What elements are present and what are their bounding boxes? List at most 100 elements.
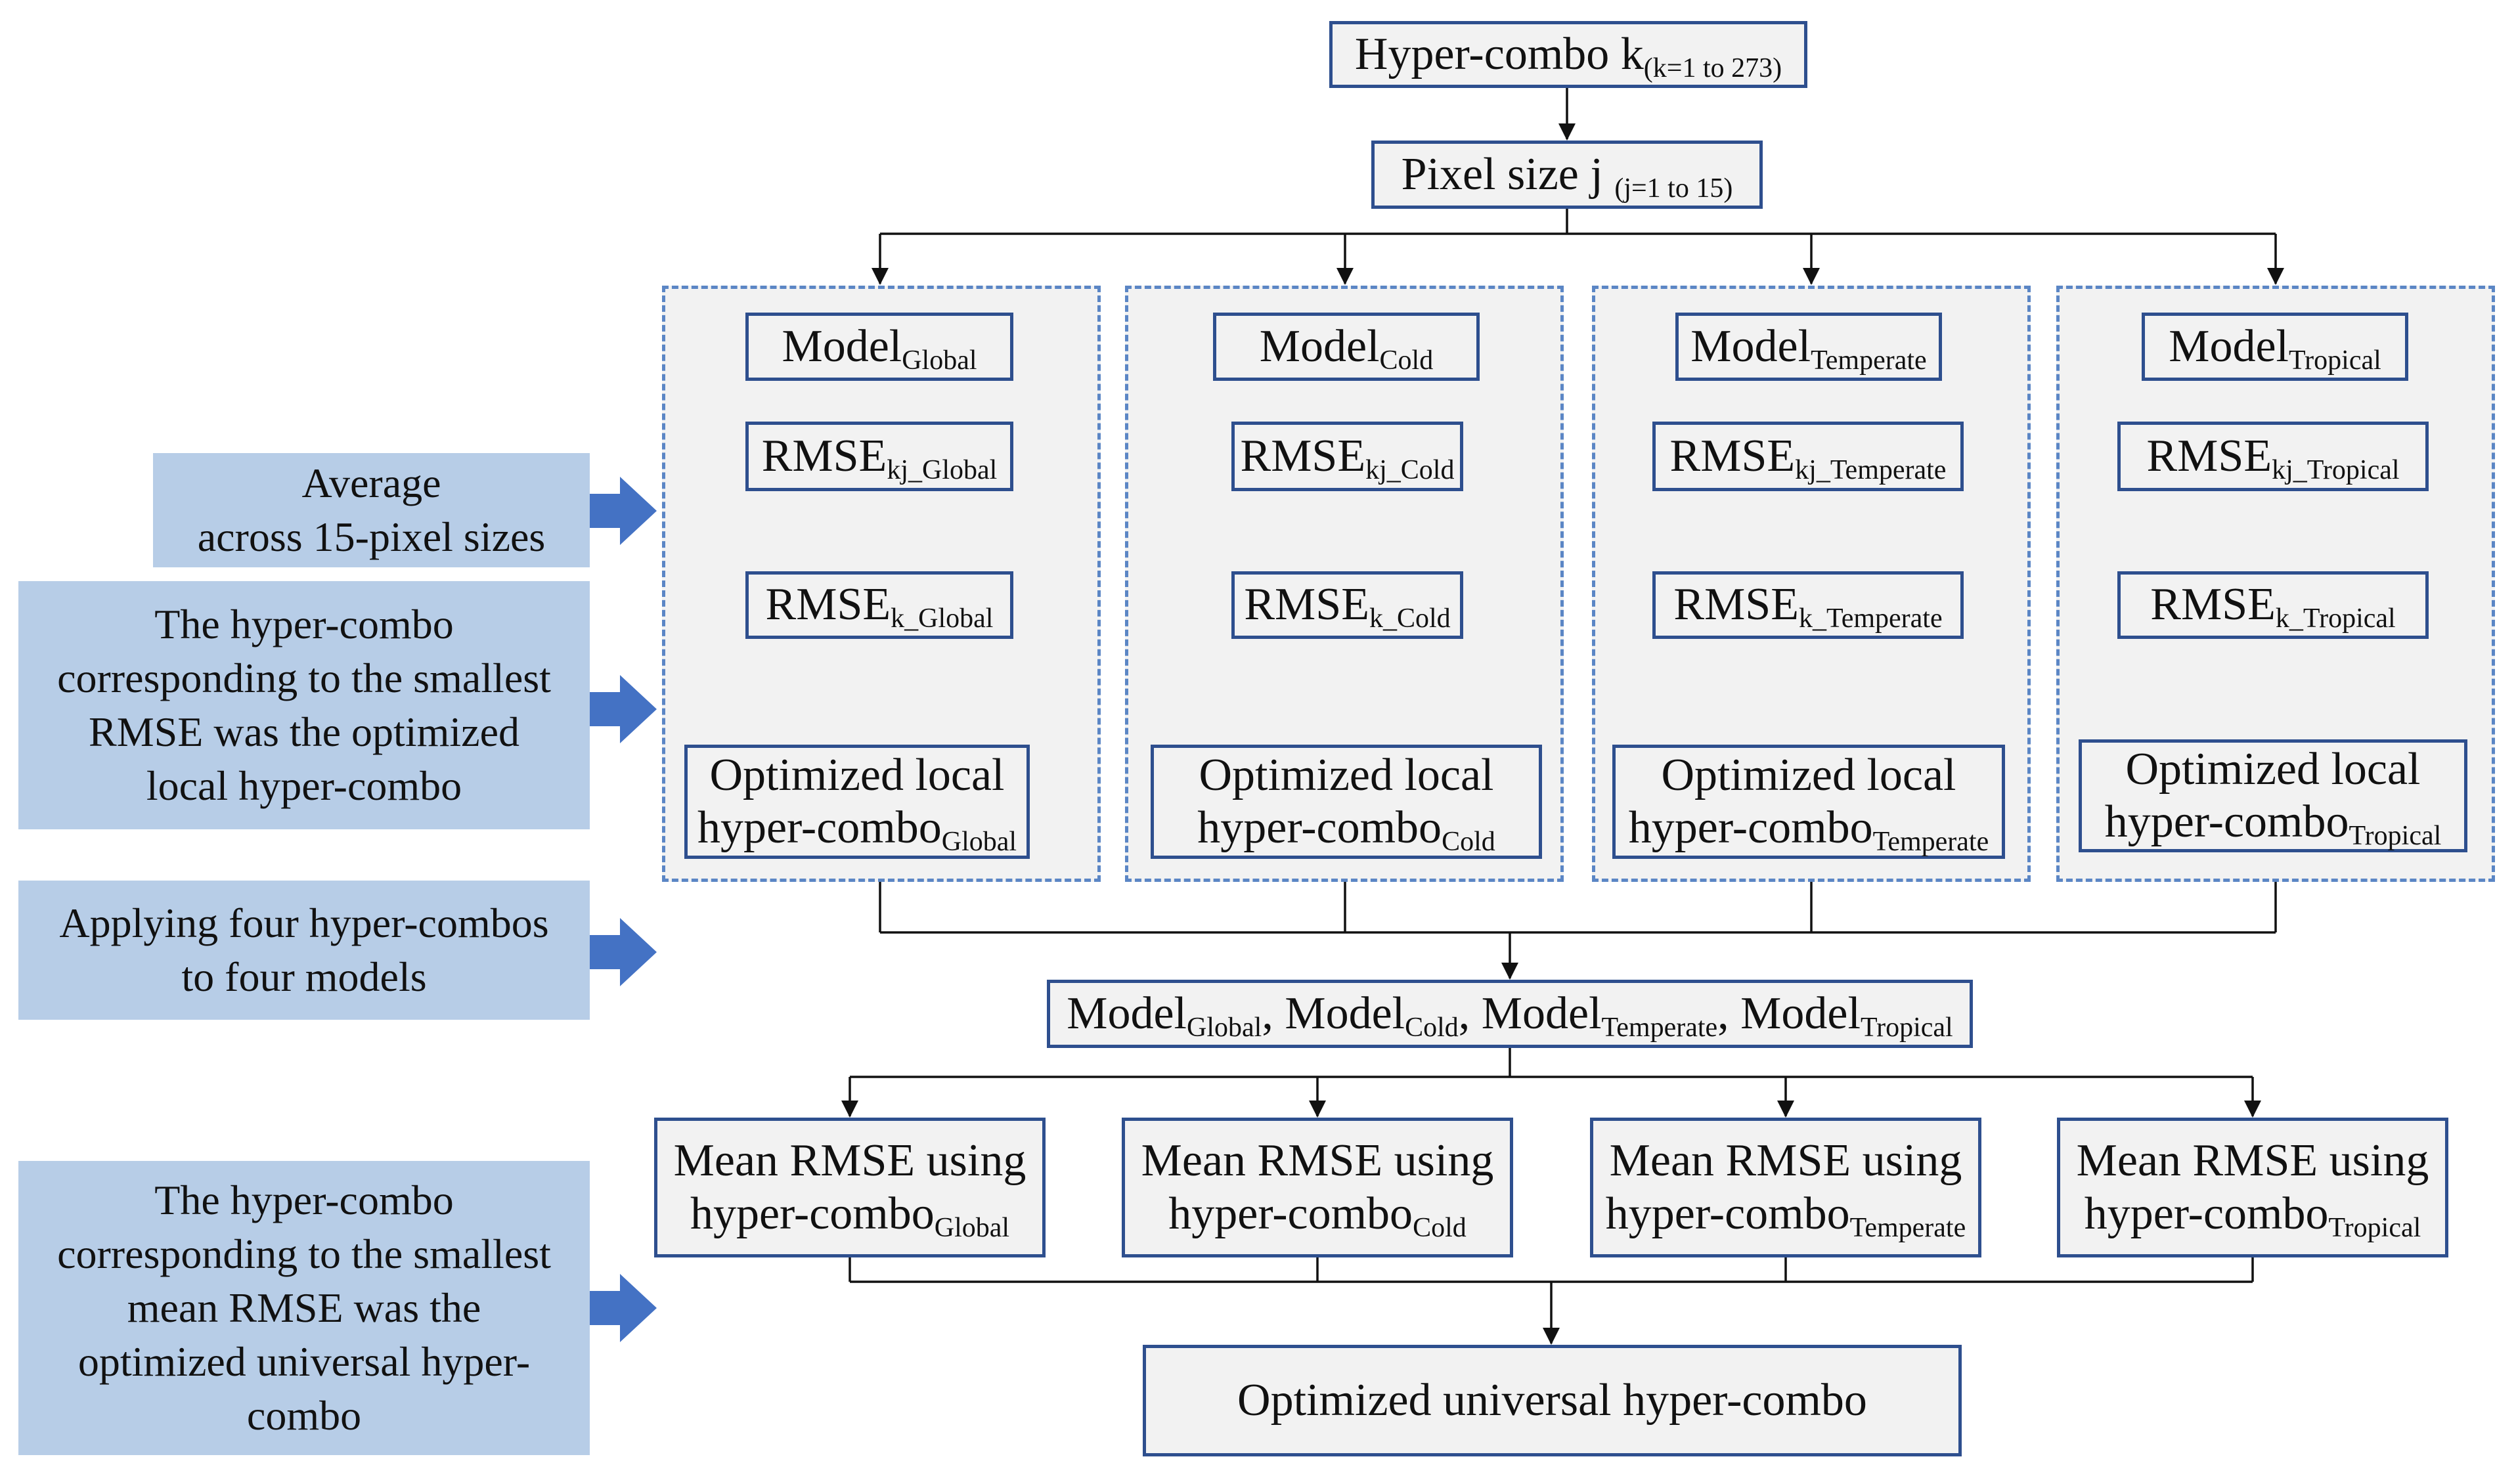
optimized-universal-box: Optimized universal hyper-combo	[1143, 1345, 1962, 1456]
label-regions-3-opt-line1: Optimized local	[2125, 743, 2421, 795]
label-models-box-sep3: ,	[1717, 988, 1741, 1039]
label-notes-smallest-local-2: RMSE was the optimized	[89, 709, 519, 755]
label-regions-0-rmse-kj-sub: kj_Global	[887, 454, 998, 485]
rmse-kj-global-box: RMSEkj_Global	[745, 422, 1013, 491]
label-notes-average-0: Average	[301, 460, 441, 507]
hyper-combo-k-range: (k=1 to 273)	[1643, 53, 1782, 83]
pixel-size-j-label: Pixel size j	[1401, 148, 1615, 200]
rmse-kj-tropical-box: RMSEkj_Tropical	[2117, 422, 2429, 491]
hyper-combo-k-label: Hyper-combo k	[1354, 28, 1644, 79]
label-models-box-sep1: ,	[1262, 988, 1285, 1039]
label-regions-0-rmse-k-sub: k_Global	[891, 603, 994, 634]
label-mean-boxes-3-sub: Tropical	[2328, 1212, 2421, 1243]
note-applying: Applying four hyper-combos to four model…	[18, 881, 590, 1020]
label-notes-smallest-universal-2: mean RMSE was the	[127, 1284, 481, 1332]
label-regions-2-model-main: Model	[1690, 320, 1811, 372]
label-mean-boxes-0-main: hyper-combo	[690, 1188, 935, 1239]
mean-rmse-cold-box: Mean RMSE using hyper-comboCold	[1122, 1118, 1513, 1257]
rmse-kj-cold-box: RMSEkj_Cold	[1231, 422, 1463, 491]
label-models-box-sep2: ,	[1458, 988, 1482, 1039]
label-notes-applying-1: to four models	[181, 953, 427, 1000]
label-notes-applying-0: Applying four hyper-combos	[59, 900, 549, 947]
label-regions-2-rmse-k-main: RMSE	[1673, 579, 1799, 630]
label-notes-smallest-universal-0: The hyper-combo	[154, 1177, 454, 1224]
label-mean-boxes-0-line1: Mean RMSE using	[673, 1135, 1026, 1186]
label-notes-smallest-universal-1: corresponding to the smallest	[57, 1231, 551, 1278]
label-notes-smallest-universal-4: combo	[246, 1391, 362, 1439]
label-mean-boxes-2-main: hyper-combo	[1605, 1188, 1850, 1239]
label-regions-3-rmse-kj-main: RMSE	[2146, 430, 2272, 481]
label-regions-0-rmse-k-main: RMSE	[765, 579, 891, 630]
label-regions-2-model-sub: Temperate	[1811, 345, 1927, 376]
label-models-box-s2: Cold	[1405, 1012, 1459, 1043]
label-mean-boxes-2-sub: Temperate	[1849, 1212, 1966, 1243]
label-regions-0-model-main: Model	[782, 320, 902, 372]
label-regions-1-rmse-k-sub: k_Cold	[1369, 603, 1451, 634]
label-regions-1-model-sub: Cold	[1379, 345, 1434, 376]
label-regions-3-model-sub: Tropical	[2288, 345, 2381, 376]
mean-rmse-tropical-box: Mean RMSE using hyper-comboTropical	[2057, 1118, 2448, 1257]
label-regions-3-rmse-k-sub: k_Tropical	[2275, 603, 2396, 634]
label-mean-boxes-1-sub: Cold	[1413, 1212, 1467, 1243]
label-regions-3-rmse-kj-sub: kj_Tropical	[2272, 454, 2400, 485]
rmse-k-cold-box: RMSEk_Cold	[1231, 571, 1463, 639]
label-mean-boxes-1-line1: Mean RMSE using	[1141, 1135, 1494, 1186]
block-arrow-smallest-universal	[588, 1274, 657, 1342]
label-regions-3-opt-line2-main: hyper-combo	[2104, 797, 2349, 847]
pixel-size-j-range: (j=1 to 15)	[1614, 173, 1733, 204]
label-models-box-m1: Model	[1067, 988, 1187, 1039]
block-arrow-average	[588, 477, 657, 545]
label-regions-0-opt-line2-main: hyper-combo	[697, 802, 942, 853]
label-regions-1-model-main: Model	[1259, 320, 1380, 372]
label-notes-average-1: across 15-pixel sizes	[197, 513, 546, 560]
label-mean-boxes-2-line1: Mean RMSE using	[1609, 1135, 1962, 1186]
rmse-k-global-box: RMSEk_Global	[745, 571, 1013, 639]
label-final-box: Optimized universal hyper-combo	[1237, 1374, 1867, 1426]
four-models-box: ModelGlobal, ModelCold, ModelTemperate, …	[1047, 980, 1973, 1048]
label-models-box-m4: Model	[1740, 988, 1861, 1039]
label-mean-boxes-1-main: hyper-combo	[1168, 1188, 1413, 1239]
model-cold-box: ModelCold	[1213, 313, 1480, 381]
block-arrow-smallest-local	[588, 675, 657, 743]
label-models-box-m2: Model	[1285, 988, 1405, 1039]
label-mean-boxes-3-line1: Mean RMSE using	[2076, 1135, 2429, 1186]
mean-rmse-global-box: Mean RMSE using hyper-comboGlobal	[654, 1118, 1046, 1257]
block-arrow-applying	[588, 918, 657, 986]
note-smallest-universal: The hyper-combo corresponding to the sma…	[18, 1161, 590, 1455]
label-models-box-s4: Tropical	[1860, 1012, 1953, 1043]
model-tropical-box: ModelTropical	[2142, 313, 2408, 381]
label-regions-0-opt-line1: Optimized local	[709, 749, 1005, 800]
note-average: Average across 15-pixel sizes	[153, 453, 590, 567]
label-notes-smallest-local-0: The hyper-combo	[154, 601, 454, 648]
label-regions-1-rmse-k-main: RMSE	[1244, 579, 1369, 630]
label-regions-0-opt-line2-sub: Global	[941, 826, 1017, 857]
label-regions-0-model-sub: Global	[902, 345, 977, 376]
label-notes-smallest-universal-3: optimized universal hyper-	[77, 1338, 531, 1385]
label-regions-2-opt-line2-sub: Temperate	[1872, 826, 1989, 857]
label-notes-smallest-local-1: corresponding to the smallest	[57, 655, 551, 702]
rmse-kj-temperate-box: RMSEkj_Temperate	[1652, 422, 1964, 491]
label-regions-1-opt-line2-sub: Cold	[1442, 826, 1495, 857]
label-regions-2-opt-line2-main: hyper-combo	[1628, 802, 1873, 853]
label-regions-1-rmse-kj-main: RMSE	[1240, 430, 1366, 481]
label-mean-boxes-3-main: hyper-combo	[2084, 1188, 2329, 1239]
label-regions-0-rmse-kj-main: RMSE	[761, 430, 887, 481]
hyper-combo-k-box: Hyper-combo k(k=1 to 273)	[1329, 21, 1807, 88]
label-models-box-s3: Temperate	[1601, 1012, 1718, 1043]
label-mean-boxes-0-sub: Global	[934, 1212, 1010, 1243]
optimized-local-temperate-box: Optimized local hyper-comboTemperate	[1612, 745, 2005, 859]
optimized-local-tropical-box: Optimized local hyper-comboTropical	[2079, 739, 2467, 852]
label-models-box-s1: Global	[1187, 1012, 1262, 1043]
mean-rmse-temperate-box: Mean RMSE using hyper-comboTemperate	[1590, 1118, 1981, 1257]
label-regions-1-opt-line2-main: hyper-combo	[1197, 802, 1442, 853]
optimized-local-global-box: Optimized local hyper-comboGlobal	[684, 745, 1030, 859]
label-regions-3-opt-line2-sub: Tropical	[2349, 820, 2442, 851]
note-smallest-local: The hyper-combo corresponding to the sma…	[18, 581, 590, 829]
rmse-k-tropical-box: RMSEk_Tropical	[2117, 571, 2429, 639]
label-models-box-m3: Model	[1481, 988, 1602, 1039]
label-regions-1-opt-line1: Optimized local	[1199, 749, 1494, 800]
label-regions-3-rmse-k-main: RMSE	[2150, 579, 2276, 630]
label-regions-1-rmse-kj-sub: kj_Cold	[1365, 454, 1455, 485]
optimized-local-cold-box: Optimized local hyper-comboCold	[1151, 745, 1542, 859]
